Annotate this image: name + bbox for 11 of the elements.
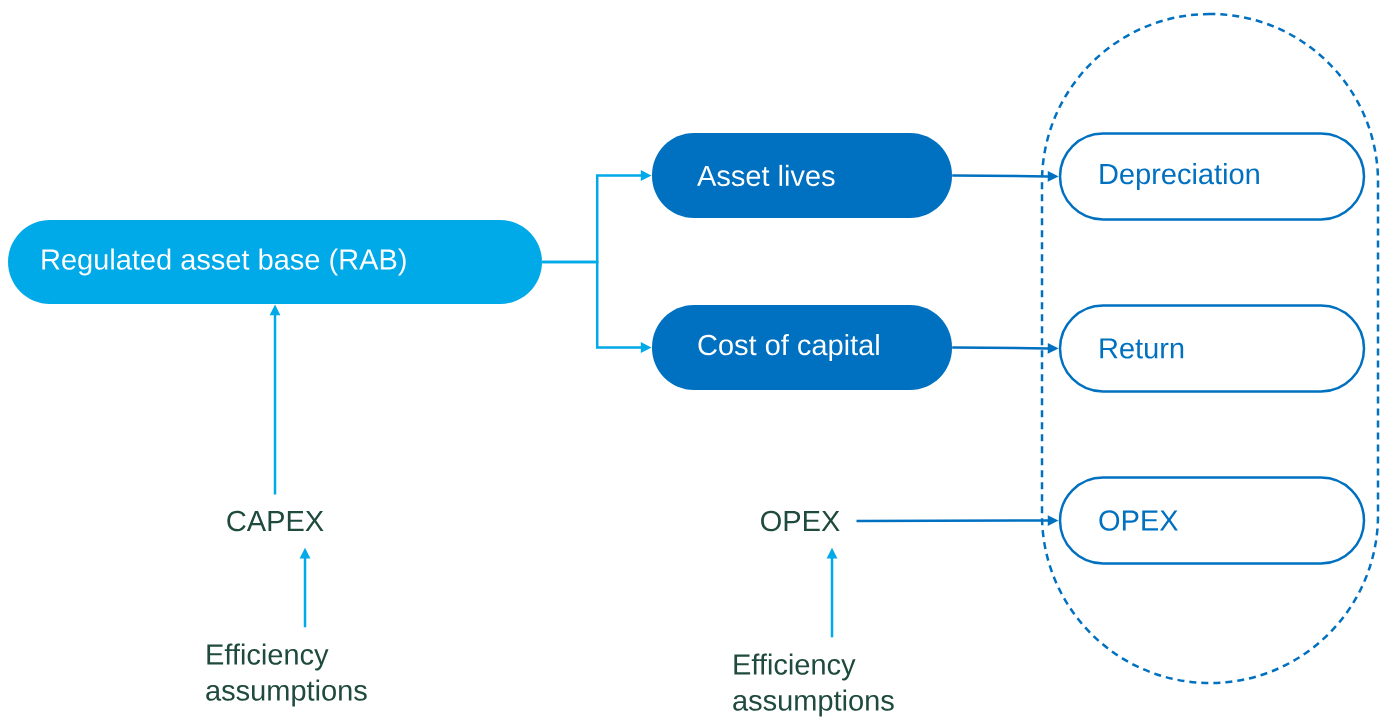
dashed-group-outline [1040,12,1380,685]
process-pill: Regulated asset base (RAB) [8,220,542,304]
input-label: OPEX [761,510,840,532]
result-pill: Return [1058,304,1366,393]
process-pill: Cost of capital [652,305,952,390]
input-label: Efficiency assumptions [206,643,367,707]
result-pill: OPEX [1058,476,1366,565]
result-pill: Depreciation [1058,132,1366,221]
process-pill: Asset lives [652,133,952,218]
input-label: CAPEX [227,510,324,532]
input-label: Efficiency assumptions [733,653,894,717]
